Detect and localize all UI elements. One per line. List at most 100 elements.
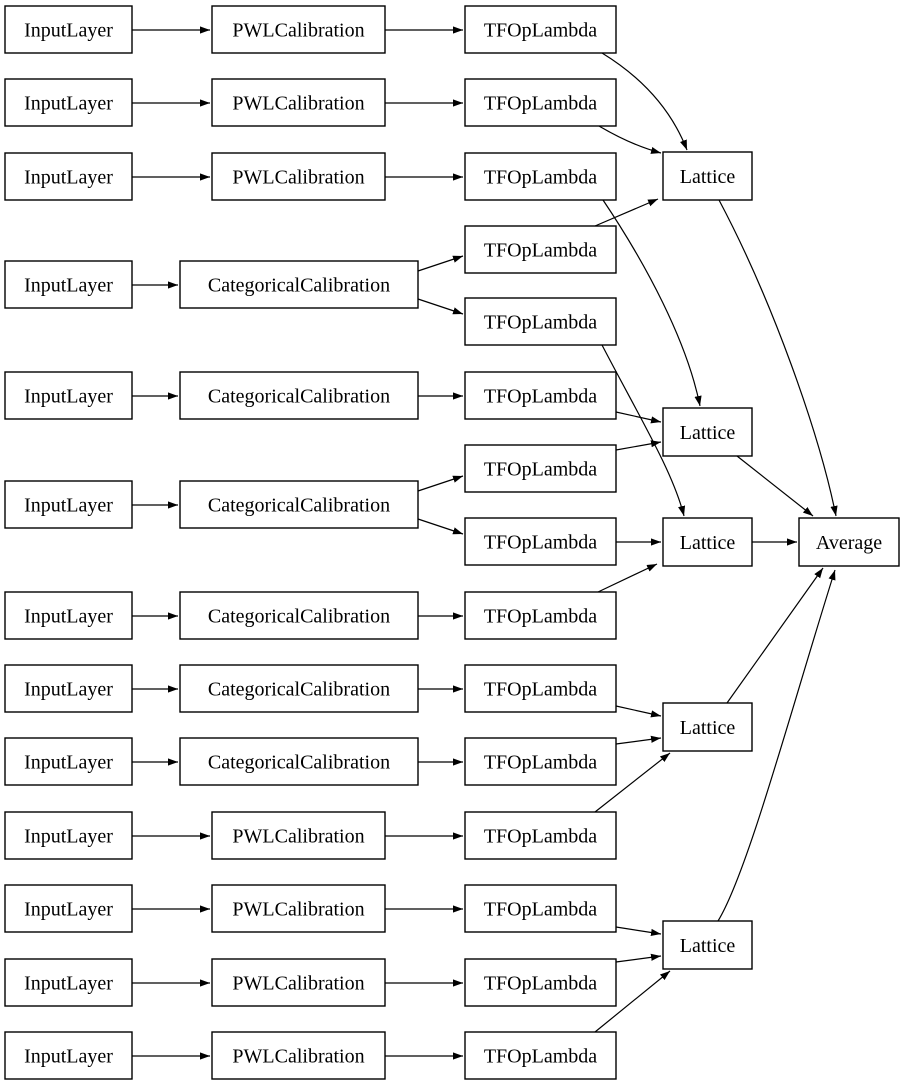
edge-tfo-3--lattice-2 xyxy=(602,199,702,407)
node-box-tfo-11 xyxy=(464,737,617,786)
edge-lattice-5--average xyxy=(717,569,836,922)
node-box-pwl-7 xyxy=(211,1031,386,1080)
node-box-input-9 xyxy=(4,737,133,786)
node-box-tfo-9 xyxy=(464,591,617,640)
node-box-tfo-14 xyxy=(464,958,617,1007)
node-box-tfo-3 xyxy=(464,152,617,201)
node-box-tfo-13 xyxy=(464,884,617,933)
edge-tfo-14--lattice-5 xyxy=(615,953,662,963)
node-pwl-7: PWLCalibration xyxy=(211,1031,386,1080)
node-label-input-2: InputLayer xyxy=(24,93,113,115)
node-pwl-4: PWLCalibration xyxy=(211,811,386,860)
node-box-tfo-4 xyxy=(464,225,617,274)
node-label-pwl-5: PWLCalibration xyxy=(232,899,364,921)
node-box-tfo-12 xyxy=(464,811,617,860)
edge-tfo-11--lattice-4 xyxy=(615,735,662,745)
node-box-cat-5 xyxy=(179,664,419,713)
node-label-tfo-10: TFOpLambda xyxy=(484,679,597,701)
edge-tfo-12--lattice-4 xyxy=(594,752,671,813)
node-box-input-3 xyxy=(4,152,133,201)
edge-cat-3--tfo-8 xyxy=(417,518,464,535)
edge-tfo-15--lattice-5 xyxy=(594,970,671,1033)
node-label-input-10: InputLayer xyxy=(24,826,113,848)
node-label-input-11: InputLayer xyxy=(24,899,113,921)
edge-tfo-4--lattice-1 xyxy=(594,198,659,227)
node-box-lattice-1 xyxy=(662,151,753,201)
node-label-tfo-3: TFOpLambda xyxy=(484,167,597,189)
node-cat-4: CategoricalCalibration xyxy=(179,591,419,640)
node-box-tfo-2 xyxy=(464,78,617,127)
node-label-cat-1: CategoricalCalibration xyxy=(208,275,390,297)
node-label-pwl-2: PWLCalibration xyxy=(232,93,364,115)
node-label-lattice-2: Lattice xyxy=(680,422,736,444)
edge-cat-3--tfo-7 xyxy=(417,475,464,492)
edge-cat-1--tfo-5 xyxy=(417,298,464,315)
node-tfo-13: TFOpLambda xyxy=(464,884,617,933)
node-input-9: InputLayer xyxy=(4,737,133,786)
node-label-tfo-6: TFOpLambda xyxy=(484,386,597,408)
edge-tfo-13--lattice-5 xyxy=(615,926,662,937)
node-label-average: Average xyxy=(816,532,882,554)
node-label-input-3: InputLayer xyxy=(24,167,113,189)
node-label-input-5: InputLayer xyxy=(24,386,113,408)
node-input-8: InputLayer xyxy=(4,664,133,713)
node-tfo-1: TFOpLambda xyxy=(464,5,617,54)
node-label-pwl-3: PWLCalibration xyxy=(232,167,364,189)
node-label-tfo-9: TFOpLambda xyxy=(484,606,597,628)
node-input-1: InputLayer xyxy=(4,5,133,54)
node-label-input-1: InputLayer xyxy=(24,20,113,42)
node-label-tfo-15: TFOpLambda xyxy=(484,1046,597,1068)
node-label-tfo-2: TFOpLambda xyxy=(484,93,597,115)
node-input-4: InputLayer xyxy=(4,260,133,309)
node-label-tfo-1: TFOpLambda xyxy=(484,20,597,42)
node-tfo-10: TFOpLambda xyxy=(464,664,617,713)
node-input-12: InputLayer xyxy=(4,958,133,1007)
node-label-tfo-14: TFOpLambda xyxy=(484,973,597,995)
node-cat-2: CategoricalCalibration xyxy=(179,371,419,420)
node-label-input-4: InputLayer xyxy=(24,275,113,297)
node-tfo-15: TFOpLambda xyxy=(464,1031,617,1080)
node-cat-1: CategoricalCalibration xyxy=(179,260,419,309)
node-box-input-11 xyxy=(4,884,133,933)
node-input-5: InputLayer xyxy=(4,371,133,420)
edge-cat-1--tfo-4 xyxy=(417,255,464,272)
node-box-tfo-15 xyxy=(464,1031,617,1080)
edge-tfo-6--lattice-2 xyxy=(615,411,662,424)
node-tfo-14: TFOpLambda xyxy=(464,958,617,1007)
edge-tfo-7--lattice-2 xyxy=(615,440,662,451)
node-label-lattice-1: Lattice xyxy=(680,166,736,188)
node-box-lattice-3 xyxy=(662,517,753,567)
node-label-tfo-5: TFOpLambda xyxy=(484,312,597,334)
node-lattice-1: Lattice xyxy=(662,151,753,201)
node-box-lattice-4 xyxy=(662,702,753,752)
node-box-cat-4 xyxy=(179,591,419,640)
node-box-cat-1 xyxy=(179,260,419,309)
edge-lattice-4--average xyxy=(726,567,824,704)
node-tfo-3: TFOpLambda xyxy=(464,152,617,201)
node-box-pwl-2 xyxy=(211,78,386,127)
node-label-tfo-12: TFOpLambda xyxy=(484,826,597,848)
edges-layer xyxy=(132,26,838,1060)
edge-lattice-2--average xyxy=(736,455,814,517)
node-box-pwl-4 xyxy=(211,811,386,860)
node-label-cat-5: CategoricalCalibration xyxy=(208,679,390,701)
node-box-average xyxy=(798,517,900,567)
node-tfo-11: TFOpLambda xyxy=(464,737,617,786)
node-box-input-8 xyxy=(4,664,133,713)
node-box-input-4 xyxy=(4,260,133,309)
node-box-pwl-5 xyxy=(211,884,386,933)
node-input-7: InputLayer xyxy=(4,591,133,640)
node-box-input-7 xyxy=(4,591,133,640)
node-box-input-13 xyxy=(4,1031,133,1080)
edge-tfo-9--lattice-3 xyxy=(597,563,658,593)
node-tfo-5: TFOpLambda xyxy=(464,297,617,346)
node-box-input-10 xyxy=(4,811,133,860)
node-input-11: InputLayer xyxy=(4,884,133,933)
node-pwl-3: PWLCalibration xyxy=(211,152,386,201)
node-pwl-6: PWLCalibration xyxy=(211,958,386,1007)
node-label-tfo-4: TFOpLambda xyxy=(484,240,597,262)
node-label-tfo-13: TFOpLambda xyxy=(484,899,597,921)
edge-tfo-2--lattice-1 xyxy=(598,125,662,154)
node-box-tfo-1 xyxy=(464,5,617,54)
